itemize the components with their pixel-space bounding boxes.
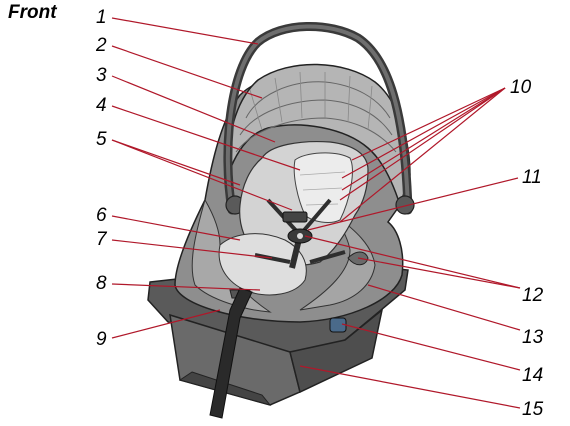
callout-12: 12 — [522, 285, 544, 306]
carry-handle — [223, 21, 415, 215]
diagram-heading: Front — [8, 2, 57, 23]
callout-5: 5 — [96, 129, 107, 150]
leader-3 — [111, 75, 276, 143]
callout-7: 7 — [96, 229, 107, 250]
leader-lines — [111, 17, 521, 409]
leader-12a — [304, 235, 521, 289]
callout-3: 3 — [96, 65, 107, 86]
callout-8: 8 — [96, 273, 107, 294]
leader-15 — [299, 365, 521, 409]
leader-4 — [111, 105, 301, 171]
callout-9: 9 — [96, 329, 107, 350]
leader-11 — [307, 177, 519, 231]
leader-6 — [111, 215, 241, 241]
leader-12b — [357, 257, 521, 289]
callout-4: 4 — [96, 95, 107, 116]
callout-1: 1 — [96, 7, 107, 28]
leader-8 — [111, 283, 261, 291]
callout-15: 15 — [522, 399, 544, 420]
callout-10: 10 — [510, 77, 532, 98]
leader-2 — [111, 45, 263, 99]
callout-2: 2 — [96, 35, 107, 56]
chest-clip — [282, 211, 308, 223]
leader-10d — [339, 87, 506, 223]
callout-6: 6 — [96, 205, 107, 226]
leader-10c — [339, 87, 506, 201]
callout-13: 13 — [522, 327, 544, 348]
leader-10b — [341, 87, 506, 179]
seat-padding — [218, 140, 369, 296]
leader-5a — [111, 139, 241, 186]
leader-10a — [351, 87, 506, 161]
leader-13 — [367, 284, 521, 331]
vehicle-belt — [209, 287, 253, 419]
leader-1 — [111, 17, 259, 45]
leader-7 — [111, 239, 273, 259]
leader-9 — [111, 309, 221, 339]
leader-5b — [111, 139, 293, 211]
callout-11: 11 — [522, 167, 542, 188]
callout-14: 14 — [522, 365, 544, 386]
leader-10e — [341, 87, 506, 191]
leader-14 — [341, 323, 521, 371]
